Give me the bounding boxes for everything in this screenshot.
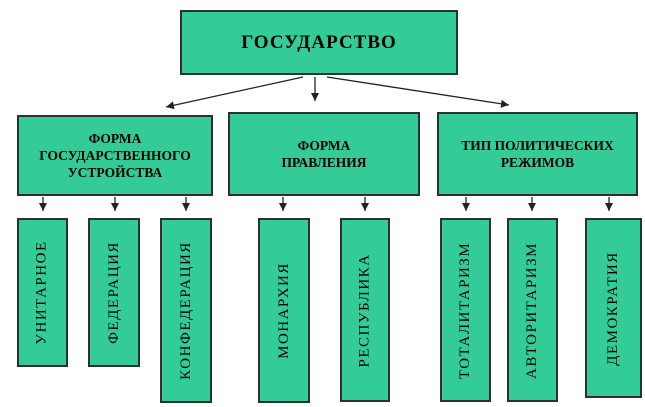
branch-label-line: ФОРМА: [88, 130, 142, 146]
branch-box-government-form: ФОРМА ПРАВЛЕНИЯ: [228, 112, 420, 196]
branch-label-line: РЕЖИМОВ: [500, 155, 575, 170]
leaf-label: УНИТАРНОЕ: [34, 240, 51, 345]
branch-label-line: ГОСУДАРСТВЕННОГО: [39, 147, 191, 163]
leaf-label: РЕСПУБЛИКА: [356, 252, 373, 368]
leaf-box-democracy: ДЕМОКРАТИЯ: [585, 218, 642, 398]
leaf-label: АВТОРИТАРИЗМ: [524, 241, 541, 379]
root-label: ГОСУДАРСТВО: [241, 31, 397, 53]
branch-label-line: ФОРМА: [297, 137, 351, 153]
root-box-state: ГОСУДАРСТВО: [180, 10, 458, 75]
branch-box-state-structure: ФОРМА ГОСУДАРСТВЕННОГО УСТРОЙСТВА: [17, 115, 213, 196]
leaf-label: МОНАРХИЯ: [275, 262, 292, 359]
leaf-label: ТОТАЛИТАРИЗМ: [457, 241, 474, 379]
leaf-box-authoritarianism: АВТОРИТАРИЗМ: [507, 218, 558, 402]
leaf-box-unitary: УНИТАРНОЕ: [17, 218, 68, 367]
leaf-box-federation: ФЕДЕРАЦИЯ: [88, 218, 140, 367]
leaf-box-monarchy: МОНАРХИЯ: [258, 218, 310, 403]
leaf-box-confederation: КОНФЕДЕРАЦИЯ: [160, 218, 212, 403]
branch-label-line: ПРАВЛЕНИЯ: [281, 155, 367, 170]
leaf-label: ДЕМОКРАТИЯ: [605, 250, 622, 366]
branch-label-line: УСТРОЙСТВА: [67, 165, 163, 181]
leaf-label: ФЕДЕРАЦИЯ: [105, 241, 122, 344]
leaf-label: КОНФЕДЕРАЦИЯ: [177, 241, 194, 380]
branch-box-political-regimes: ТИП ПОЛИТИЧЕСКИХ РЕЖИМОВ: [437, 112, 638, 196]
leaf-box-republic: РЕСПУБЛИКА: [340, 218, 390, 402]
branch-label-line: ТИП ПОЛИТИЧЕСКИХ: [461, 137, 614, 153]
leaf-box-totalitarianism: ТОТАЛИТАРИЗМ: [440, 218, 491, 402]
